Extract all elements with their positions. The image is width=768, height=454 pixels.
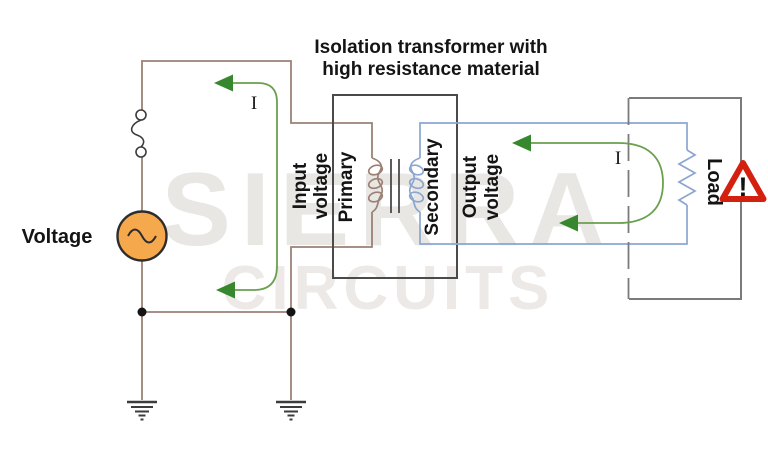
primary-label: Primary	[336, 151, 357, 222]
output-voltage-label-line1: Output	[460, 155, 481, 218]
warning-triangle	[719, 160, 767, 202]
current-loop-input-path	[231, 82, 278, 291]
load-resistor-icon	[677, 149, 697, 206]
output-circuit-wires	[419, 122, 697, 245]
junction-dot-right	[286, 307, 296, 317]
current-loop-input: I	[214, 74, 278, 299]
transformer-box	[332, 94, 458, 279]
current-arrow-icon	[216, 281, 235, 299]
current-arrow-icon	[512, 134, 531, 152]
input-voltage-label-line1: Input	[290, 162, 311, 209]
secondary-label: Secondary	[422, 138, 443, 236]
current-loop-output: I	[512, 134, 664, 232]
sine-wave-icon	[127, 228, 157, 244]
current-loop-output-path	[529, 142, 664, 224]
wire-secondary-top	[419, 122, 688, 158]
fuse-wire-curve	[130, 119, 145, 148]
title-line1: Isolation transformer with	[314, 37, 547, 58]
watermark: SIERRA CIRCUITS	[162, 152, 615, 323]
wire-secondary-bottom	[419, 205, 688, 245]
diagram-title: Isolation transformer with high resistan…	[314, 37, 547, 80]
title-line2: high resistance material	[322, 59, 540, 80]
load-label: Load	[703, 158, 725, 206]
ground-icon-left	[127, 400, 157, 421]
secondary-winding-icon	[408, 157, 425, 213]
fuse-icon	[130, 109, 147, 158]
voltage-source-label: Voltage	[22, 226, 93, 248]
warning-exclamation: !	[739, 172, 748, 202]
warning-icon: !	[719, 160, 767, 202]
current-arrow-icon	[559, 214, 578, 232]
fuse-terminal-bottom	[135, 146, 147, 158]
junction-dot-left	[137, 307, 147, 317]
wire-primary-return	[290, 212, 373, 400]
input-circuit-wires	[141, 60, 373, 400]
wire-top-left	[141, 60, 373, 158]
voltage-source-icon	[116, 210, 168, 262]
output-voltage-label-line2: voltage	[482, 154, 503, 221]
section-labels: Input voltage Primary Secondary Output v…	[290, 138, 725, 236]
ground-icon-right	[276, 400, 306, 421]
transformer-core-icon	[390, 159, 400, 213]
current-label-left: I	[251, 93, 257, 114]
current-label-right: I	[615, 148, 621, 169]
current-arrow-icon	[214, 74, 233, 92]
primary-winding-icon	[367, 157, 384, 213]
watermark-line1: SIERRA	[162, 152, 615, 268]
input-voltage-label-line2: voltage	[311, 153, 332, 220]
fuse-terminal-top	[135, 109, 147, 121]
